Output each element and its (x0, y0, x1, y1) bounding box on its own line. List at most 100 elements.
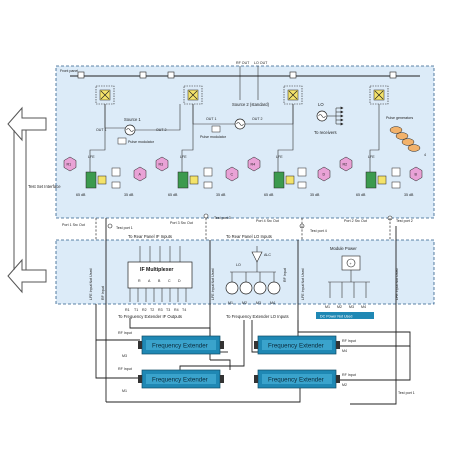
receiver-d-label: D (323, 173, 326, 177)
frequency-extender-m3 (138, 335, 224, 355)
lo-splitters (225, 272, 281, 295)
test-set-interface-label: Test Set Interface (28, 184, 61, 189)
lfe-label-3: LFE (180, 155, 187, 159)
to-fe-lo-label: To Frequency Extender LO Inputs (226, 314, 289, 319)
extender-m3-m: M3 (122, 354, 127, 358)
lfe-label-2: LFE (368, 155, 375, 159)
coupler-port3 (177, 167, 213, 189)
svg-text:M2: M2 (337, 305, 342, 309)
link-port2 (369, 104, 380, 172)
svg-text:C: C (168, 279, 171, 283)
frequency-extender-m1 (138, 369, 224, 389)
top-bus (70, 71, 420, 79)
receiver-a-icon (133, 166, 147, 182)
test-port-1-bottom: Test port 1 (398, 391, 415, 395)
svg-text:M4: M4 (361, 305, 366, 309)
extender-m1-m: M1 (122, 389, 127, 393)
extender-m2-label: Frequency Extender (268, 377, 324, 384)
svg-text:M1: M1 (228, 301, 233, 305)
dc-not-used-label: DC Power Not Used (320, 315, 352, 319)
rear-if-label: To Rear Panel IF Inputs (128, 234, 172, 239)
receiver-r3-label: R3 (159, 163, 164, 167)
extender-m3-rf: RF Input (118, 331, 132, 335)
lfe-not-used-1: LFE Input Not Used (89, 268, 93, 300)
svg-text:M2: M2 (242, 301, 247, 305)
db65-port2: 65 dB (356, 193, 366, 197)
db35-port1: 35 dB (124, 193, 134, 197)
to-receivers-label: To receivers (314, 130, 337, 135)
if-mux-letters: R A B C D (138, 279, 181, 283)
receiver-c-icon (225, 166, 239, 182)
lfe-not-used-2: LFE Input Not Used (211, 268, 215, 300)
svg-text:+: + (350, 262, 352, 266)
lfe-label-1: LFE (88, 155, 95, 159)
alc-label: ALC (264, 253, 271, 257)
lo-distribution-icon (327, 106, 344, 126)
extender-m4-rf: RF Input (342, 339, 356, 343)
module-power-source-icon (346, 258, 356, 268)
test-set-interface-arrow (7, 106, 47, 294)
svg-text:B: B (158, 279, 161, 283)
module-power-label: Module Power (330, 246, 357, 251)
test-port-2: Test port 2 (396, 219, 413, 223)
svg-text:R4: R4 (174, 308, 179, 312)
svg-text:M1: M1 (325, 305, 330, 309)
db65-port1: 65 dB (76, 193, 86, 197)
extender-m3-label: Frequency Extender (152, 343, 208, 350)
source2-out2: OUT 2 (252, 117, 263, 121)
receiver-a-label: A (139, 173, 142, 177)
svg-text:R2: R2 (142, 308, 147, 312)
source1-out1: OUT 1 (96, 128, 107, 132)
db35-port3: 35 dB (216, 193, 226, 197)
if-mux-outputs (129, 288, 187, 302)
svg-text:T1: T1 (134, 308, 138, 312)
top-label-lo-out: LO OUT (254, 61, 268, 65)
svg-text:M3: M3 (256, 301, 261, 305)
source2-label: Source 2 (standard) (232, 102, 270, 107)
pulse-generators-icon (389, 126, 421, 152)
receiver-r2-icon (339, 156, 353, 172)
receiver-b-icon (409, 166, 423, 182)
panel-label: Front panel (60, 69, 78, 73)
lo-label: LO (318, 102, 324, 107)
svg-text:R3: R3 (158, 308, 163, 312)
if-multiplexer-label: IF Multiplexer (140, 267, 173, 273)
port2-src-out: Port 2 Src Out (344, 219, 367, 223)
receiver-r2-label: R2 (343, 163, 348, 167)
db65-port4: 65 dB (264, 193, 274, 197)
receiver-r4-icon (247, 156, 261, 172)
if-channel-labels: R1 T1 R2 T2 R3 T3 R4 T4 (125, 308, 186, 312)
source2-out1: OUT 1 (206, 117, 217, 121)
svg-text:D: D (178, 279, 181, 283)
receiver-b-label: B (415, 173, 418, 177)
link-port4 (277, 104, 294, 172)
lfe-not-used-3: LFE Input Not Used (301, 268, 305, 300)
link-port3 (181, 104, 194, 172)
frequency-extender-m4 (254, 335, 340, 355)
bottom-wiring (106, 359, 397, 405)
port1-src-out: Port 1 Src Out (62, 223, 85, 227)
pulse-generators-label: Pulse generators (386, 116, 413, 120)
svg-text:M3: M3 (349, 305, 354, 309)
svg-text:A: A (148, 279, 151, 283)
extender-m4-label: Frequency Extender (268, 343, 324, 350)
port-connectors-row (107, 213, 393, 229)
port4-src-out: Port 4 Src Out (256, 219, 279, 223)
db35-port4: 35 dB (310, 193, 320, 197)
pulse-mod-2-label: Pulse modulator (200, 135, 227, 139)
if-mux-inputs (139, 246, 181, 262)
to-fe-if-label: To Frequency Extender IF Outputs (118, 314, 182, 319)
rf-input-vert-1: RF Input (101, 286, 105, 300)
test-port-3: Test port 3 (214, 216, 231, 220)
db35-port2: 35 dB (404, 193, 414, 197)
coupler-port4 (273, 167, 307, 189)
pulse-modulator-1-icon (117, 137, 127, 145)
lfe-not-used-4: LFE Input Not Used (395, 268, 399, 300)
extender-m1-label: Frequency Extender (152, 377, 208, 384)
test-port-1: Test port 1 (116, 226, 133, 230)
test-port-4: Test port 4 (310, 229, 327, 233)
source1-label: Source 1 (124, 117, 141, 122)
receiver-d-icon (317, 166, 331, 182)
pulse-modulator-2-icon (211, 125, 221, 133)
